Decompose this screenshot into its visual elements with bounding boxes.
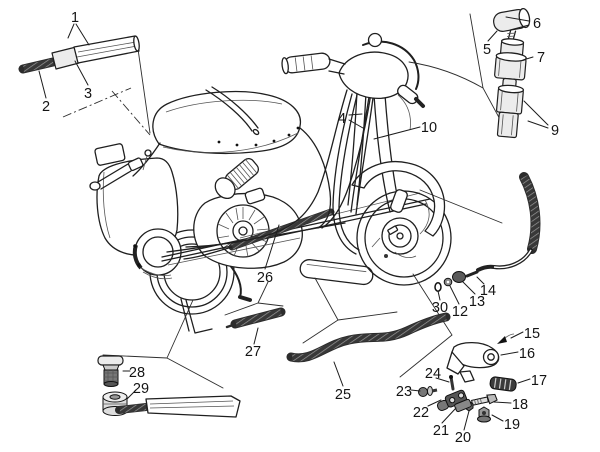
callout-5: 5 (483, 42, 491, 58)
rear-brake-drum (132, 228, 182, 280)
detail-cable-adjuster (493, 7, 531, 139)
bolt-23 (418, 386, 438, 397)
direction-arrow-icon (497, 336, 507, 344)
callout-19: 19 (504, 417, 520, 433)
callout-22: 22 (413, 405, 429, 421)
detail-throttle-tube (18, 35, 140, 74)
clamp-21-22 (436, 389, 472, 413)
callout-labels: 1234567910121314151617181920212223242526… (42, 10, 559, 446)
detail-cable-27 (225, 307, 286, 329)
cable-tip-14 (465, 270, 479, 278)
engine (193, 157, 303, 269)
callout-1: 1 (71, 10, 79, 26)
callout-20: 20 (455, 430, 471, 446)
ferrule-13 (452, 271, 466, 283)
seat (132, 86, 302, 177)
body-side-line (299, 127, 332, 229)
rubber-pad-17 (489, 376, 517, 392)
callout-24: 24 (425, 366, 441, 382)
cable-sleeve-bottom (115, 395, 241, 418)
callout-17: 17 (531, 373, 547, 389)
callout-29: 29 (133, 381, 149, 397)
detail-cable-25 (286, 312, 451, 363)
rear-brake-arm (89, 157, 144, 191)
callout-26: 26 (257, 270, 273, 286)
bolt-18 (471, 393, 498, 406)
callout-28: 28 (129, 365, 145, 381)
front-fork (373, 94, 408, 213)
callout-6: 6 (533, 16, 541, 32)
callout-16: 16 (519, 346, 535, 362)
callout-3: 3 (84, 86, 92, 102)
handlebar (281, 32, 425, 108)
callout-14: 14 (480, 283, 496, 299)
muffler (299, 259, 374, 286)
legshield-and-column (185, 89, 372, 248)
detail-pedal-lever-parts (418, 333, 517, 423)
ring-30 (434, 282, 442, 292)
callout-27: 27 (245, 344, 261, 360)
callout-12: 12 (452, 304, 468, 320)
callout-10: 10 (421, 120, 437, 136)
front-mudguard (351, 161, 446, 237)
detail-brake-cable-end (434, 172, 541, 292)
leader-lines (38, 16, 549, 431)
callout-4: 4 (338, 111, 346, 127)
callout-13: 13 (469, 294, 485, 310)
callout-18: 18 (512, 397, 528, 413)
screw-28 (97, 355, 124, 366)
column-cables (332, 93, 430, 255)
pin-24 (449, 375, 455, 391)
scooter-illustration (89, 32, 452, 334)
callout-15: 15 (524, 326, 540, 342)
callout-2: 2 (42, 99, 50, 115)
detail-screw-and-nut (97, 355, 241, 418)
callout-21: 21 (433, 423, 449, 439)
callout-30: 30 (432, 300, 448, 316)
callout-9: 9 (551, 123, 559, 139)
air-bellows (214, 157, 260, 200)
callout-7: 7 (537, 50, 545, 66)
callout-23: 23 (396, 384, 412, 400)
callout-25: 25 (335, 387, 351, 403)
